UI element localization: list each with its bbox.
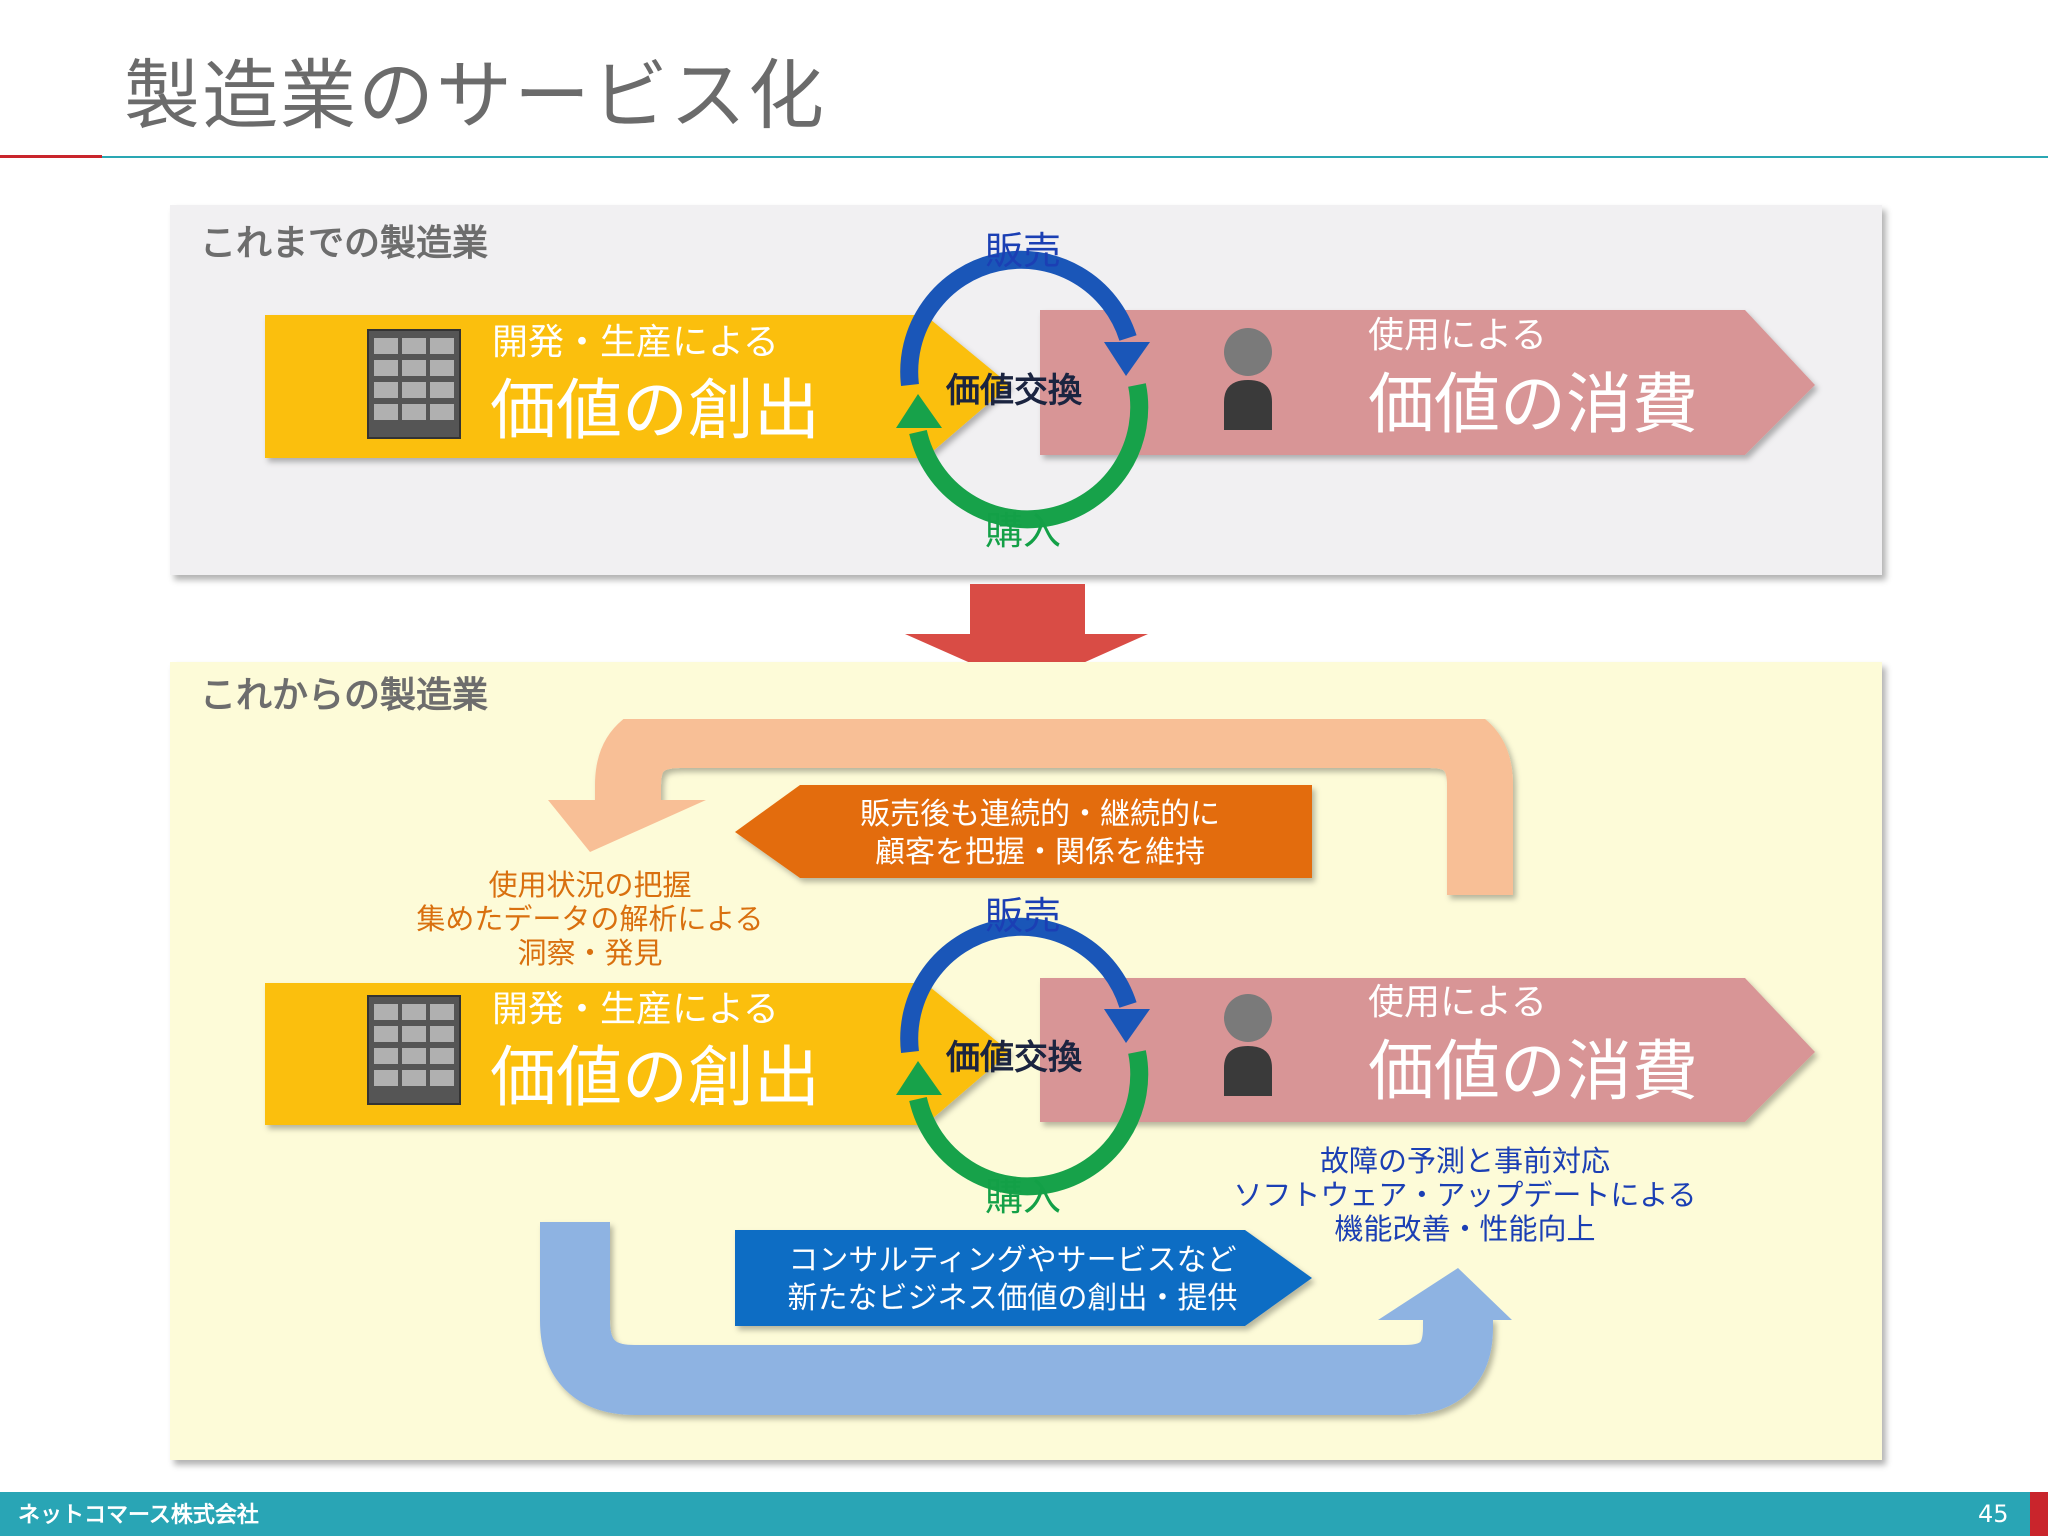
transition-down-arrow bbox=[905, 584, 1148, 688]
value-exchange-label: 価値交換 bbox=[946, 1038, 1082, 1078]
service-banner-line: 新たなビジネス価値の創出・提供 bbox=[787, 1280, 1238, 1316]
create-big-text: 価値の創出 bbox=[490, 372, 820, 449]
sale-cycle-arrow-icon bbox=[900, 917, 1137, 1054]
insight-text: 使用状況の把握 集めたデータの解析による 洞察・発見 bbox=[400, 868, 780, 971]
buy-label: 購入 bbox=[985, 1175, 1062, 1219]
buy-cycle-arrow-icon bbox=[909, 383, 1149, 529]
service-banner-line: コンサルティングやサービスなど bbox=[788, 1243, 1237, 1278]
company-name: ネットコマース株式会社 bbox=[18, 1503, 259, 1528]
buy-label: 購入 bbox=[985, 509, 1062, 553]
consume-small-text: 使用による bbox=[1368, 315, 1547, 356]
insight-line: 使用状況の把握 bbox=[488, 868, 692, 902]
prediction-text: 故障の予測と事前対応 ソフトウェア・アップデートによる 機能改善・性能向上 bbox=[1230, 1144, 1700, 1247]
prediction-line: ソフトウェア・アップデートによる bbox=[1233, 1178, 1697, 1213]
service-loop-arrow bbox=[540, 1222, 1493, 1415]
create-small-text: 開発・生産による bbox=[492, 989, 779, 1030]
insight-line: 集めたデータの解析による bbox=[416, 902, 764, 937]
feedback-banner-text: 販売後も連続的・継続的に 顧客を把握・関係を維持 bbox=[820, 796, 1260, 871]
factory-icon bbox=[367, 995, 461, 1105]
page-title: 製造業のサービス化 bbox=[124, 51, 826, 140]
feedback-loop-arrow bbox=[595, 702, 1513, 895]
sale-label: 販売 bbox=[985, 229, 1062, 273]
title-rule bbox=[102, 156, 2048, 158]
person-icon bbox=[1224, 328, 1272, 430]
person-icon bbox=[1224, 994, 1272, 1096]
panel-traditional-label: これまでの製造業 bbox=[200, 223, 489, 264]
sale-cycle-arrow-icon bbox=[900, 250, 1137, 387]
insight-line: 洞察・発見 bbox=[517, 936, 663, 971]
service-banner bbox=[735, 1230, 1312, 1326]
consume-small-text: 使用による bbox=[1368, 982, 1547, 1023]
create-big-text: 価値の創出 bbox=[490, 1039, 820, 1116]
consume-big-text: 価値の消費 bbox=[1368, 366, 1698, 443]
prediction-line: 機能改善・性能向上 bbox=[1334, 1212, 1596, 1247]
create-small-text: 開発・生産による bbox=[492, 322, 779, 363]
footer-accent bbox=[2030, 1492, 2048, 1536]
sale-label: 販売 bbox=[985, 894, 1062, 938]
feedback-banner-line: 販売後も連続的・継続的に bbox=[860, 797, 1220, 832]
factory-icon bbox=[367, 329, 461, 439]
page-number: 45 bbox=[1978, 1500, 2009, 1528]
panel-future-label: これからの製造業 bbox=[200, 675, 489, 716]
prediction-line: 故障の予測と事前対応 bbox=[1319, 1144, 1610, 1178]
value-exchange-label: 価値交換 bbox=[946, 371, 1082, 411]
feedback-banner-line: 顧客を把握・関係を維持 bbox=[875, 834, 1205, 870]
title-rule-accent bbox=[0, 155, 102, 158]
service-banner-text: コンサルティングやサービスなど 新たなビジネス価値の創出・提供 bbox=[760, 1242, 1265, 1317]
feedback-banner bbox=[735, 785, 1312, 878]
consume-big-text: 価値の消費 bbox=[1368, 1033, 1698, 1110]
buy-cycle-arrow-icon bbox=[909, 1050, 1149, 1196]
footer-bar bbox=[0, 1492, 2048, 1536]
